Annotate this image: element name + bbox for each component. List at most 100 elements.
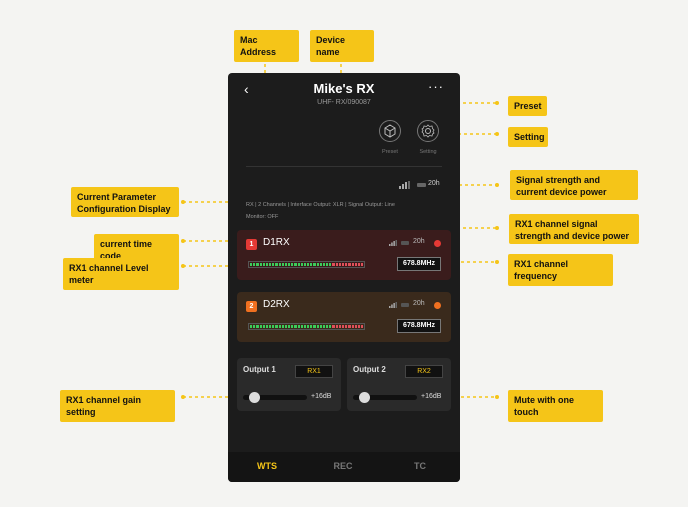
level-meter-segment: [265, 263, 269, 266]
back-icon[interactable]: ‹: [244, 81, 249, 97]
level-meter-segment: [281, 325, 284, 328]
callout-setting: Setting: [508, 127, 548, 147]
level-meter-segment: [256, 263, 259, 266]
level-meter-segment: [253, 263, 256, 266]
channel-battery-time: 20h: [413, 300, 425, 307]
channel-number-badge: 2: [246, 301, 257, 312]
channel-frequency[interactable]: 678.8MHz: [397, 319, 441, 333]
channel-frequency[interactable]: 678.8MHz: [397, 257, 441, 271]
level-meter-segment: [307, 325, 310, 328]
level-meter-segment: [269, 263, 272, 266]
level-meter-segment: [297, 263, 300, 266]
tab-wts[interactable]: WTS: [257, 461, 277, 471]
setting-label: Setting: [419, 149, 437, 155]
level-meter-segment: [351, 325, 354, 328]
level-meter-segment: [354, 263, 357, 266]
level-meter-segment: [303, 263, 307, 266]
level-meter-segment: [348, 263, 351, 266]
setting-button[interactable]: [417, 120, 439, 142]
battery-icon: [417, 183, 426, 187]
callout-level-meter: RX1 channel Level meter: [63, 258, 179, 290]
output-rx-select[interactable]: RX2: [405, 365, 443, 378]
level-meter-segment: [326, 325, 329, 328]
callout-mac-address: Mac Address: [234, 30, 299, 62]
level-meter-segment: [338, 263, 341, 266]
mute-status-dot[interactable]: [434, 240, 441, 247]
level-meter-segment: [281, 263, 284, 266]
tab-rec[interactable]: REC: [333, 461, 353, 471]
level-meter: [248, 261, 365, 268]
level-meter-segment: [291, 263, 294, 266]
level-meter-segment: [284, 325, 288, 328]
level-meter: [248, 323, 365, 330]
level-meter-segment: [265, 325, 269, 328]
level-meter-segment: [294, 325, 297, 328]
level-meter-segment: [316, 325, 319, 328]
gain-slider-knob[interactable]: [249, 392, 260, 403]
output-label: Output 2: [353, 365, 386, 374]
level-meter-segment: [357, 325, 361, 328]
level-meter-segment: [278, 325, 281, 328]
output-rx-select[interactable]: RX1: [295, 365, 333, 378]
config-display: RX | 2 Channels | Interface Output: XLR …: [246, 199, 456, 223]
channel-name: D2RX: [263, 299, 290, 310]
level-meter-segment: [345, 325, 348, 328]
config-line-2: Monitor: OFF: [246, 214, 279, 220]
channel-name: D1RX: [263, 237, 290, 248]
callout-rx1-signal-power: RX1 channel signal strength and device p…: [509, 214, 639, 244]
level-meter-segment: [269, 325, 272, 328]
level-meter-segment: [335, 263, 338, 266]
level-meter-segment: [310, 325, 313, 328]
mute-status-dot[interactable]: [434, 302, 441, 309]
level-meter-segment: [256, 325, 259, 328]
level-meter-segment: [313, 263, 316, 266]
level-meter-segment: [338, 325, 341, 328]
gain-value: +16dB: [421, 393, 442, 400]
level-meter-segment: [288, 263, 291, 266]
output-card-2: Output 2 RX2 +16dB: [347, 358, 451, 411]
callout-device-name: Device name: [310, 30, 374, 62]
callout-gain-setting: RX1 channel gain setting: [60, 390, 175, 422]
level-meter-segment: [291, 325, 294, 328]
level-meter-segment: [348, 325, 351, 328]
channel-card-1[interactable]: 1 D1RX 20h 678.8MHz: [237, 230, 451, 280]
gain-slider-knob[interactable]: [359, 392, 370, 403]
level-meter-segment: [259, 263, 262, 266]
preset-button[interactable]: [379, 120, 401, 142]
level-meter-segment: [322, 263, 326, 266]
level-meter-segment: [262, 263, 265, 266]
level-meter-segment: [310, 263, 313, 266]
cube-icon: [384, 124, 396, 138]
channel-number-badge: 1: [246, 239, 257, 250]
level-meter-segment: [319, 325, 322, 328]
gain-slider-track[interactable]: [353, 395, 417, 400]
level-meter-segment: [341, 325, 345, 328]
level-meter-segment: [300, 263, 303, 266]
callout-config-display: Current Parameter Configuration Display: [71, 187, 179, 217]
gear-icon: [421, 124, 435, 138]
level-meter-segment: [361, 325, 364, 328]
gain-slider-track[interactable]: [243, 395, 307, 400]
signal-strength-icon: [389, 302, 397, 308]
level-meter-segment: [253, 325, 256, 328]
level-meter-segment: [332, 325, 335, 328]
gain-value: +16dB: [311, 393, 332, 400]
level-meter-segment: [288, 325, 291, 328]
device-name-title: Mike's RX: [313, 81, 375, 96]
tab-tc[interactable]: TC: [414, 461, 426, 471]
divider: [246, 166, 442, 167]
signal-strength-icon: [389, 240, 397, 246]
channel-card-2[interactable]: 2 D2RX 20h 678.8MHz: [237, 292, 451, 342]
level-meter-segment: [332, 263, 335, 266]
level-meter-segment: [341, 263, 345, 266]
level-meter-segment: [307, 263, 310, 266]
level-meter-segment: [326, 263, 329, 266]
level-meter-segment: [354, 325, 357, 328]
level-meter-segment: [361, 263, 364, 266]
level-meter-segment: [300, 325, 303, 328]
output-card-1: Output 1 RX1 +16dB: [237, 358, 341, 411]
level-meter-segment: [294, 263, 297, 266]
signal-strength-icon: [399, 181, 410, 189]
more-options-icon[interactable]: ···: [428, 79, 444, 94]
level-meter-segment: [329, 263, 332, 266]
